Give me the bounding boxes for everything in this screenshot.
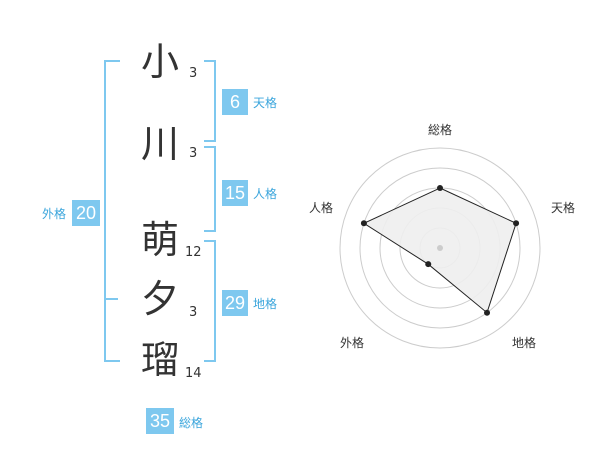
- radar-axis-label-chi: 地格: [512, 336, 537, 350]
- chi-badge: 29: [222, 290, 248, 316]
- bracket-chi: [204, 240, 216, 362]
- bracket-outer: [104, 60, 120, 362]
- radar-axis-label-ten: 天格: [551, 201, 576, 215]
- name-char-4: 夕: [141, 277, 180, 321]
- radar-axis-label-jin: 人格: [309, 201, 334, 215]
- ten-badge: 6: [222, 89, 248, 115]
- radar-axis-label-gai: 外格: [340, 336, 365, 350]
- gai-label: 外格: [42, 207, 67, 221]
- so-badge: 35: [146, 408, 174, 434]
- so-label: 総格: [179, 416, 204, 430]
- name-char-2: 川: [141, 122, 180, 166]
- ten-label: 天格: [253, 96, 278, 110]
- radar-point-総格: [437, 185, 443, 191]
- stroke-count-4: 3: [189, 305, 198, 320]
- gai-badge: 20: [72, 200, 100, 226]
- radar-point-天格: [513, 220, 520, 227]
- radar-point-外格: [425, 261, 432, 268]
- name-char-5: 瑠: [141, 338, 180, 382]
- radar-point-人格: [360, 220, 367, 227]
- name-char-3: 萌: [141, 218, 180, 262]
- stroke-count-2: 3: [189, 146, 198, 161]
- radar-ring-5: [339, 147, 541, 349]
- radar-center-point: [437, 245, 443, 251]
- bracket-ten: [204, 60, 216, 142]
- bracket-jin: [204, 146, 216, 232]
- radar-point-地格: [484, 309, 491, 316]
- name-char-1: 小: [141, 40, 180, 84]
- stroke-count-3: 12: [185, 245, 202, 260]
- jin-badge: 15: [222, 180, 248, 206]
- bracket-outer-divider: [104, 298, 118, 300]
- radar-ring-4: [359, 167, 521, 329]
- stroke-count-1: 3: [189, 66, 198, 81]
- radar-axis-label-so: 総格: [428, 123, 453, 137]
- stroke-count-5: 14: [185, 366, 202, 381]
- chi-label: 地格: [253, 297, 278, 311]
- jin-label: 人格: [253, 187, 278, 201]
